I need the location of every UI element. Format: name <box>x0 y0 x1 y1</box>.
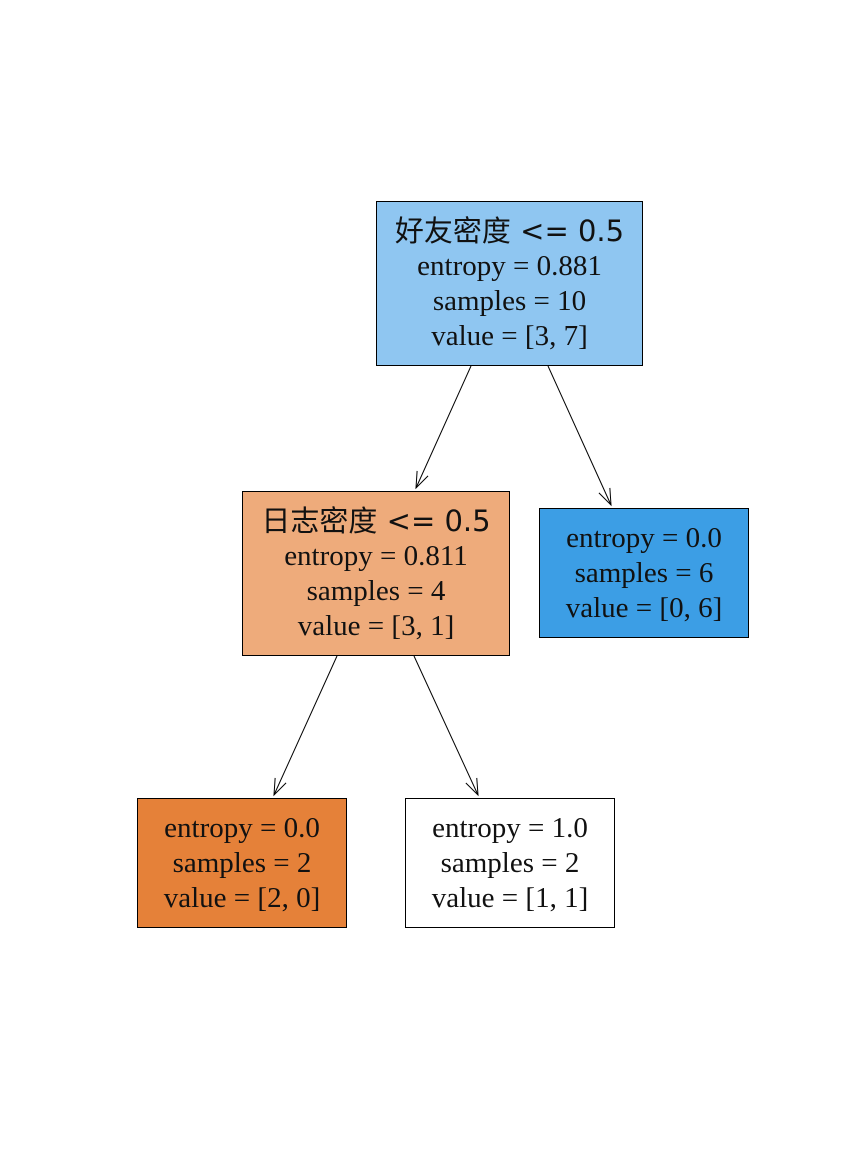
tree-node-right-leaf: entropy = 0.0 samples = 6 value = [0, 6] <box>539 508 749 638</box>
node-samples: samples = 6 <box>574 556 714 589</box>
node-samples: samples = 2 <box>172 846 312 879</box>
node-samples: samples = 10 <box>432 284 587 317</box>
node-value: value = [2, 0] <box>163 881 321 914</box>
tree-edge-arrow <box>547 365 612 507</box>
node-entropy: entropy = 0.881 <box>417 249 602 282</box>
node-value: value = [1, 1] <box>431 881 589 914</box>
tree-edge-arrow <box>415 365 472 490</box>
node-entropy: entropy = 0.0 <box>566 521 722 554</box>
node-entropy: entropy = 0.0 <box>164 811 320 844</box>
tree-node-left-left-leaf: entropy = 0.0 samples = 2 value = [2, 0] <box>137 798 347 928</box>
node-entropy: entropy = 0.811 <box>284 539 468 572</box>
node-split-rule: 好友密度 <= 0.5 <box>394 213 625 248</box>
tree-node-left-right-leaf: entropy = 1.0 samples = 2 value = [1, 1] <box>405 798 615 928</box>
tree-node-left: 日志密度 <= 0.5 entropy = 0.811 samples = 4 … <box>242 491 510 656</box>
node-samples: samples = 4 <box>306 574 446 607</box>
tree-edge-arrow <box>413 655 479 797</box>
node-value: value = [3, 7] <box>431 319 588 352</box>
node-samples: samples = 2 <box>440 846 580 879</box>
node-value: value = [3, 1] <box>297 609 455 642</box>
node-entropy: entropy = 1.0 <box>432 811 588 844</box>
node-value: value = [0, 6] <box>565 591 723 624</box>
tree-node-root: 好友密度 <= 0.5 entropy = 0.881 samples = 10… <box>376 201 643 366</box>
tree-edge-arrow <box>273 655 338 797</box>
node-split-rule: 日志密度 <= 0.5 <box>261 503 491 538</box>
